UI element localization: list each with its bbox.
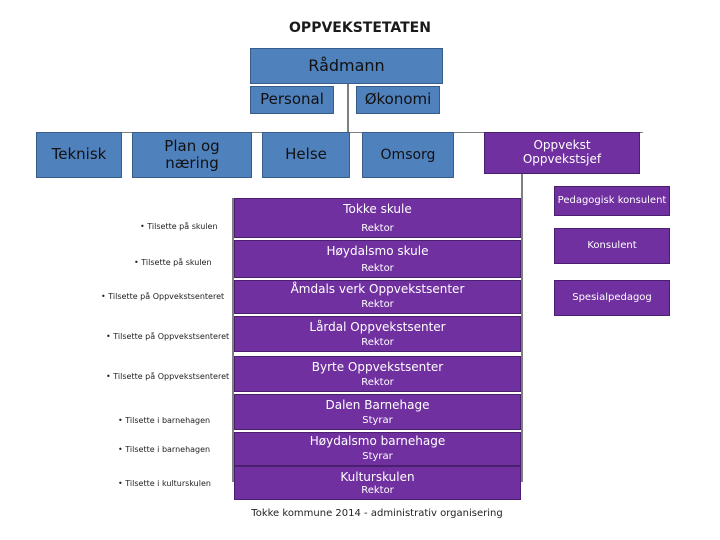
staff-bullet: • Tilsette i barnehagen bbox=[118, 416, 211, 425]
chart-title: OPPVEKSTETATEN bbox=[289, 20, 431, 36]
unit-role: Rektor bbox=[361, 377, 394, 388]
unit-name: Tokke skule bbox=[343, 202, 412, 216]
staff-label: Tilsette på Oppvekstsenteret bbox=[108, 292, 225, 301]
plan-naering-label: Plan og næring bbox=[164, 136, 220, 172]
staff-label: Tilsette i kulturskulen bbox=[125, 479, 211, 488]
plan-naering-box: Plan og næring bbox=[132, 132, 252, 178]
oppvekst-box: Oppvekst Oppvekstsjef bbox=[484, 132, 640, 174]
unit-name: Åmdals verk Oppvekstsenter bbox=[290, 282, 465, 296]
unit-name: Lårdal Oppvekstsenter bbox=[309, 320, 446, 334]
staff-label: Tilsette i barnehagen bbox=[125, 445, 211, 454]
role-box: Konsulent bbox=[554, 228, 670, 264]
personal-box: Personal bbox=[250, 86, 334, 114]
unit-role: Rektor bbox=[361, 263, 394, 274]
unit-role: Rektor bbox=[361, 299, 394, 310]
unit-name: Høydalsmo skule bbox=[326, 244, 429, 258]
oppvekst-label: Oppvekst Oppvekstsjef bbox=[522, 138, 602, 166]
unit-box: Dalen Barnehage Styrar bbox=[234, 394, 521, 430]
radmann-box: Rådmann bbox=[250, 48, 443, 84]
connector-left-spine bbox=[232, 198, 234, 482]
unit-box: Lårdal Oppvekstsenter Rektor bbox=[234, 316, 521, 352]
unit-role: Styrar bbox=[362, 451, 393, 462]
unit-name: Høydalsmo barnehage bbox=[309, 434, 446, 448]
staff-label: Tilsette på skulen bbox=[147, 222, 218, 231]
unit-role: Rektor bbox=[361, 485, 394, 496]
staff-bullet: • Tilsette på skulen bbox=[134, 258, 212, 267]
role-label: Pedagogisk konsulent bbox=[557, 195, 667, 207]
unit-box: Høydalsmo skule Rektor bbox=[234, 240, 521, 278]
role-label: Spesialpedagog bbox=[572, 292, 652, 304]
unit-role: Rektor bbox=[361, 223, 394, 234]
footer-caption: Tokke kommune 2014 - administrativ organ… bbox=[251, 508, 503, 519]
unit-box: Kulturskulen Rektor bbox=[234, 466, 521, 500]
radmann-label: Rådmann bbox=[308, 55, 385, 75]
omsorg-box: Omsorg bbox=[362, 132, 454, 178]
staff-label: Tilsette på Oppvekstsenteret bbox=[113, 372, 230, 381]
unit-name: Dalen Barnehage bbox=[325, 398, 430, 412]
unit-name: Kulturskulen bbox=[340, 470, 415, 484]
unit-box: Tokke skule Rektor bbox=[234, 198, 521, 238]
staff-bullet: • Tilsette på Oppvekstsenteret bbox=[106, 332, 230, 341]
role-box: Spesialpedagog bbox=[554, 280, 670, 316]
role-label: Konsulent bbox=[587, 240, 637, 252]
staff-bullet: • Tilsette i kulturskulen bbox=[118, 479, 211, 488]
role-box: Pedagogisk konsulent bbox=[554, 186, 670, 216]
staff-bullet: • Tilsette på Oppvekstsenteret bbox=[101, 292, 225, 301]
connector-oppvekst-spine bbox=[521, 170, 523, 482]
connector-radmann-down bbox=[347, 84, 349, 132]
personal-label: Personal bbox=[260, 90, 324, 109]
teknisk-label: Teknisk bbox=[51, 145, 107, 164]
omsorg-label: Omsorg bbox=[380, 146, 436, 163]
unit-name: Byrte Oppvekstsenter bbox=[311, 360, 444, 374]
staff-label: Tilsette på Oppvekstsenteret bbox=[113, 332, 230, 341]
staff-bullet: • Tilsette på skulen bbox=[140, 222, 218, 231]
unit-box: Høydalsmo barnehage Styrar bbox=[234, 432, 521, 466]
helse-label: Helse bbox=[285, 145, 327, 164]
helse-box: Helse bbox=[262, 132, 350, 178]
staff-bullet: • Tilsette på Oppvekstsenteret bbox=[106, 372, 230, 381]
unit-role: Styrar bbox=[362, 415, 393, 426]
okonomi-label: Økonomi bbox=[364, 90, 432, 109]
staff-bullet: • Tilsette i barnehagen bbox=[118, 445, 211, 454]
staff-label: Tilsette på skulen bbox=[141, 258, 212, 267]
teknisk-box: Teknisk bbox=[36, 132, 122, 178]
unit-box: Åmdals verk Oppvekstsenter Rektor bbox=[234, 280, 521, 314]
unit-box: Byrte Oppvekstsenter Rektor bbox=[234, 356, 521, 392]
okonomi-box: Økonomi bbox=[356, 86, 440, 114]
staff-label: Tilsette i barnehagen bbox=[125, 416, 211, 425]
unit-role: Rektor bbox=[361, 337, 394, 348]
